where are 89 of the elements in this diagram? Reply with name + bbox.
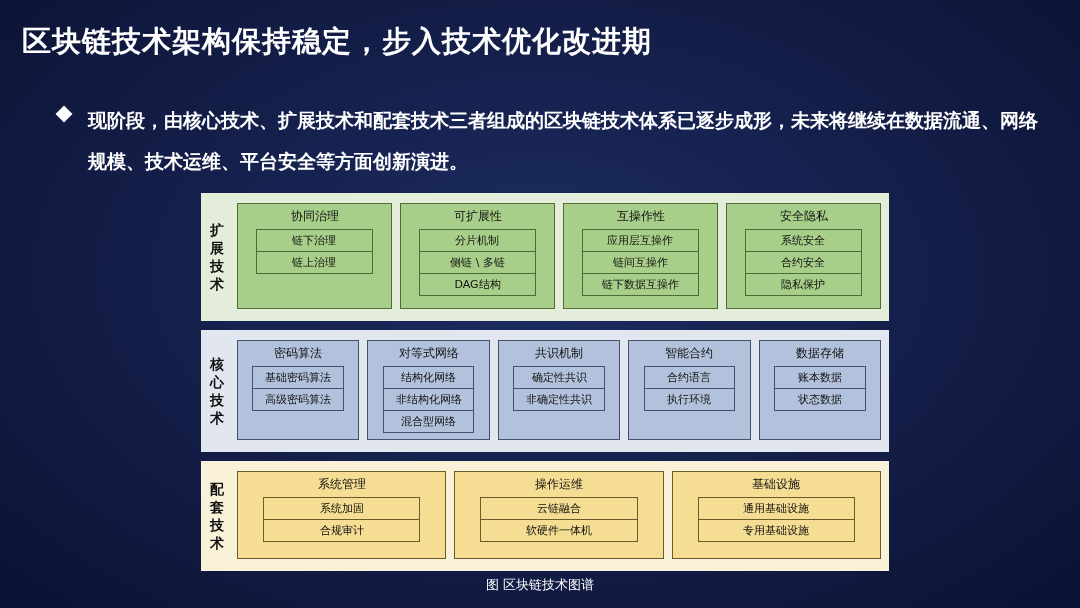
category-heading: 智能合约 xyxy=(665,345,714,362)
category-panel xyxy=(726,203,881,309)
category-heading: 数据存储 xyxy=(795,345,844,362)
layer-label: 配套技术 xyxy=(210,480,225,552)
item-label: 系统安全 xyxy=(781,233,826,248)
item-box xyxy=(382,366,475,389)
figure-caption: 图 区块链技术图谱 xyxy=(484,576,596,594)
item-box xyxy=(643,366,736,389)
item-label: 云链融合 xyxy=(537,501,581,516)
item-box xyxy=(256,251,373,274)
item-label: 账本数据 xyxy=(797,370,842,385)
category-heading: 共识机制 xyxy=(535,345,583,362)
category-heading: 基础设施 xyxy=(752,476,801,493)
category-panel xyxy=(454,471,664,559)
item-label: 结构化网络 xyxy=(401,370,457,385)
item-box xyxy=(419,273,536,296)
item-label: 软硬件一体机 xyxy=(526,523,592,538)
layer-band xyxy=(201,193,889,321)
category-heading: 安全隐私 xyxy=(779,208,828,225)
item-label: 系统加固 xyxy=(319,501,364,516)
item-label: 非确定性共识 xyxy=(526,392,592,407)
item-label: 链下数据互操作 xyxy=(602,277,679,292)
category-heading: 操作运维 xyxy=(535,476,583,493)
item-label: 链下治理 xyxy=(292,233,337,248)
item-box xyxy=(262,497,421,520)
item-box xyxy=(513,366,605,389)
category-panel xyxy=(628,340,751,440)
category-panel xyxy=(367,340,490,440)
category-panel xyxy=(237,340,360,440)
item-box xyxy=(774,388,866,411)
item-label: 合规审计 xyxy=(319,523,364,538)
item-label: 链间互操作 xyxy=(613,255,668,270)
item-box xyxy=(480,519,638,542)
item-box xyxy=(480,497,638,520)
item-label: 通用基础设施 xyxy=(743,501,810,516)
item-box xyxy=(745,251,862,274)
category-panel xyxy=(671,471,881,559)
item-box xyxy=(697,519,856,542)
item-box xyxy=(262,519,421,542)
layer-label: 核心技术 xyxy=(210,355,225,427)
item-label: 侧链 \ 多链 xyxy=(450,255,505,270)
item-label: 高级密码算法 xyxy=(265,392,332,407)
item-box xyxy=(382,410,475,433)
item-label: 链上治理 xyxy=(292,255,337,270)
category-panel xyxy=(400,203,555,309)
item-box xyxy=(582,229,699,252)
category-panel xyxy=(237,203,392,309)
item-box xyxy=(745,273,862,296)
item-label: 应用层互操作 xyxy=(607,233,674,248)
item-box xyxy=(252,388,344,411)
item-box xyxy=(382,388,475,411)
category-panel xyxy=(237,471,447,559)
layer-band xyxy=(201,461,889,571)
category-heading: 互操作性 xyxy=(616,208,665,225)
category-heading: 密码算法 xyxy=(274,345,323,362)
item-box xyxy=(582,273,699,296)
category-heading: 协同治理 xyxy=(290,208,339,225)
item-box xyxy=(256,229,373,252)
item-box xyxy=(252,366,344,389)
slide-title: 区块链技术架构保持稳定，步入技术优化改进期 xyxy=(22,23,652,60)
bullet-text: 现阶段，由核心技术、扩展技术和配套技术三者组成的区块链技术体系已逐步成形，未来将继续在数据流通、网络规模、技术运维、平台安全等方面创新演进。 xyxy=(88,108,1039,174)
item-label: 混合型网络 xyxy=(401,414,457,429)
item-box xyxy=(582,251,699,274)
item-box xyxy=(745,229,862,252)
layer-label: 扩展技术 xyxy=(210,221,225,293)
category-panel xyxy=(497,340,621,440)
item-box xyxy=(697,497,856,520)
item-label: 合约安全 xyxy=(781,255,826,270)
item-label: 非结构化网络 xyxy=(395,392,462,407)
item-label: 基础密码算法 xyxy=(265,370,332,385)
item-label: 执行环境 xyxy=(667,392,712,407)
item-label: 状态数据 xyxy=(797,392,842,407)
item-label: 分片机制 xyxy=(455,233,500,248)
item-label: 隐私保护 xyxy=(781,277,826,292)
item-box xyxy=(419,229,536,252)
category-heading: 对等式网络 xyxy=(398,345,459,362)
item-box xyxy=(643,388,736,411)
item-label: DAG结构 xyxy=(454,277,501,292)
item-label: 专用基础设施 xyxy=(743,523,810,538)
item-box xyxy=(774,366,866,389)
category-heading: 系统管理 xyxy=(317,476,366,493)
category-panel xyxy=(563,203,718,309)
item-box xyxy=(419,251,536,274)
layer-band xyxy=(201,330,889,452)
item-label: 合约语言 xyxy=(667,370,712,385)
category-panel xyxy=(758,340,882,440)
item-box xyxy=(513,388,605,411)
category-heading: 可扩展性 xyxy=(453,208,502,225)
item-label: 确定性共识 xyxy=(531,370,587,385)
